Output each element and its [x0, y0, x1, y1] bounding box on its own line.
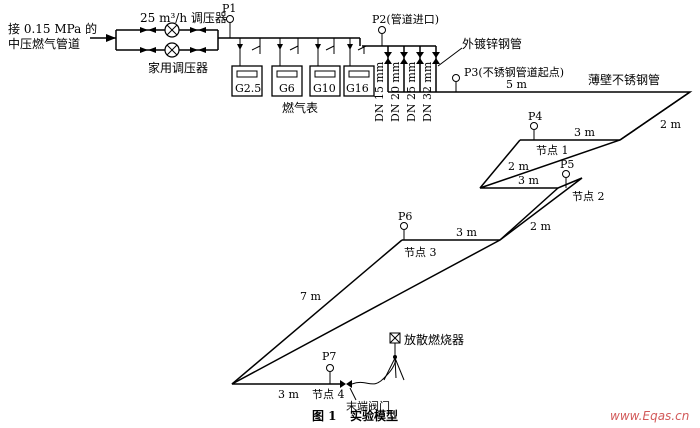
- p4-label: P4: [528, 110, 542, 123]
- segment-7m: [231, 239, 403, 385]
- p5-label: P5: [560, 158, 574, 171]
- length-2m-mid: 2 m: [508, 160, 529, 173]
- p6-label: P6: [398, 210, 412, 223]
- ss-pipe-label: 薄壁不锈钢管: [588, 72, 660, 87]
- valve-reg-bottom-right: [190, 47, 206, 53]
- end-valve-icon: [340, 380, 352, 388]
- length-3m-node1: 3 m: [574, 126, 595, 139]
- meter-label-g16: G16: [346, 82, 369, 95]
- burner-hose: [351, 359, 397, 385]
- gas-meter-g6: G6: [271, 65, 303, 97]
- node-2-label: 节点 2: [572, 190, 605, 203]
- valve-reg-top-right: [190, 27, 206, 33]
- meter-label-g6: G6: [279, 82, 295, 95]
- inlet-label-line1: 接 0.15 MPa 的: [8, 21, 97, 36]
- node-3-label: 节点 3: [404, 246, 437, 259]
- meter-label-g10: G10: [313, 82, 336, 95]
- segment-2m-lower: [499, 187, 559, 241]
- length-3m-node2: 3 m: [518, 174, 539, 187]
- regulator-big-label: 25 m³/h 调压器: [140, 11, 227, 25]
- regulator-home-symbol: [164, 42, 180, 58]
- length-7m: 7 m: [300, 290, 321, 303]
- figure-caption-title: 实验模型: [350, 408, 398, 423]
- meter-drops: [237, 38, 367, 66]
- length-2m-right: 2 m: [660, 118, 681, 131]
- galvanized-branches: [384, 46, 450, 93]
- p1-label: P1: [222, 2, 236, 15]
- p5-gauge: [562, 170, 570, 188]
- figure-caption-number: 图 1: [312, 409, 337, 423]
- p2-label: P2(管道进口): [372, 12, 439, 26]
- p3-label: P3(不锈钢管道起点): [464, 65, 564, 79]
- valve-reg-bottom-left: [140, 47, 156, 53]
- inlet-label-line2: 中压燃气管道: [8, 36, 80, 51]
- inlet-arrow: [106, 34, 116, 42]
- end-valve-leader: [349, 387, 357, 401]
- segment-2m-right: [619, 91, 691, 141]
- valve-reg-top-left: [140, 27, 156, 33]
- end-valve-label: 末端阀门: [346, 399, 390, 413]
- regulator-big-symbol: [164, 22, 180, 38]
- p7-label: P7: [322, 350, 336, 363]
- watermark-text: www.Eqas.cn: [610, 409, 689, 423]
- p3-gauge: [452, 74, 460, 92]
- gas-meter-g10: G10: [309, 65, 341, 97]
- node-1-label: 节点 1: [536, 144, 569, 157]
- meter-label-g2-5: G2.5: [235, 82, 261, 95]
- length-2m-lower: 2 m: [530, 220, 551, 233]
- gas-meter-g16: G16: [343, 65, 375, 97]
- burner-icon: [383, 332, 405, 381]
- length-5m: 5 m: [506, 78, 527, 91]
- branch-label-dn32: DN 32 mm: [421, 61, 434, 122]
- p7-gauge: [326, 364, 334, 384]
- branch-label-dn15: DN 15 mm: [373, 61, 386, 122]
- branch-label-dn25: DN 25 mm: [405, 61, 418, 122]
- galv-pipe-label: 外镀锌钢管: [462, 36, 522, 51]
- gas-meter-g2-5: G2.5: [231, 65, 263, 97]
- p2-gauge: [378, 26, 386, 46]
- length-3m-node3: 3 m: [456, 226, 477, 239]
- regulator-home-label: 家用调压器: [148, 60, 208, 75]
- branch-label-dn20: DN 20 mm: [389, 61, 402, 122]
- segment-2m-mid: [479, 139, 521, 189]
- node-4-label: 节点 4: [312, 388, 345, 401]
- length-3m-final: 3 m: [278, 388, 299, 401]
- galv-leader-line: [437, 47, 463, 67]
- p6-gauge: [400, 222, 408, 240]
- gas-meter-label: 燃气表: [282, 100, 318, 115]
- p1-gauge: [226, 15, 234, 38]
- p4-gauge: [530, 122, 538, 140]
- burner-label: 放散燃烧器: [404, 332, 464, 347]
